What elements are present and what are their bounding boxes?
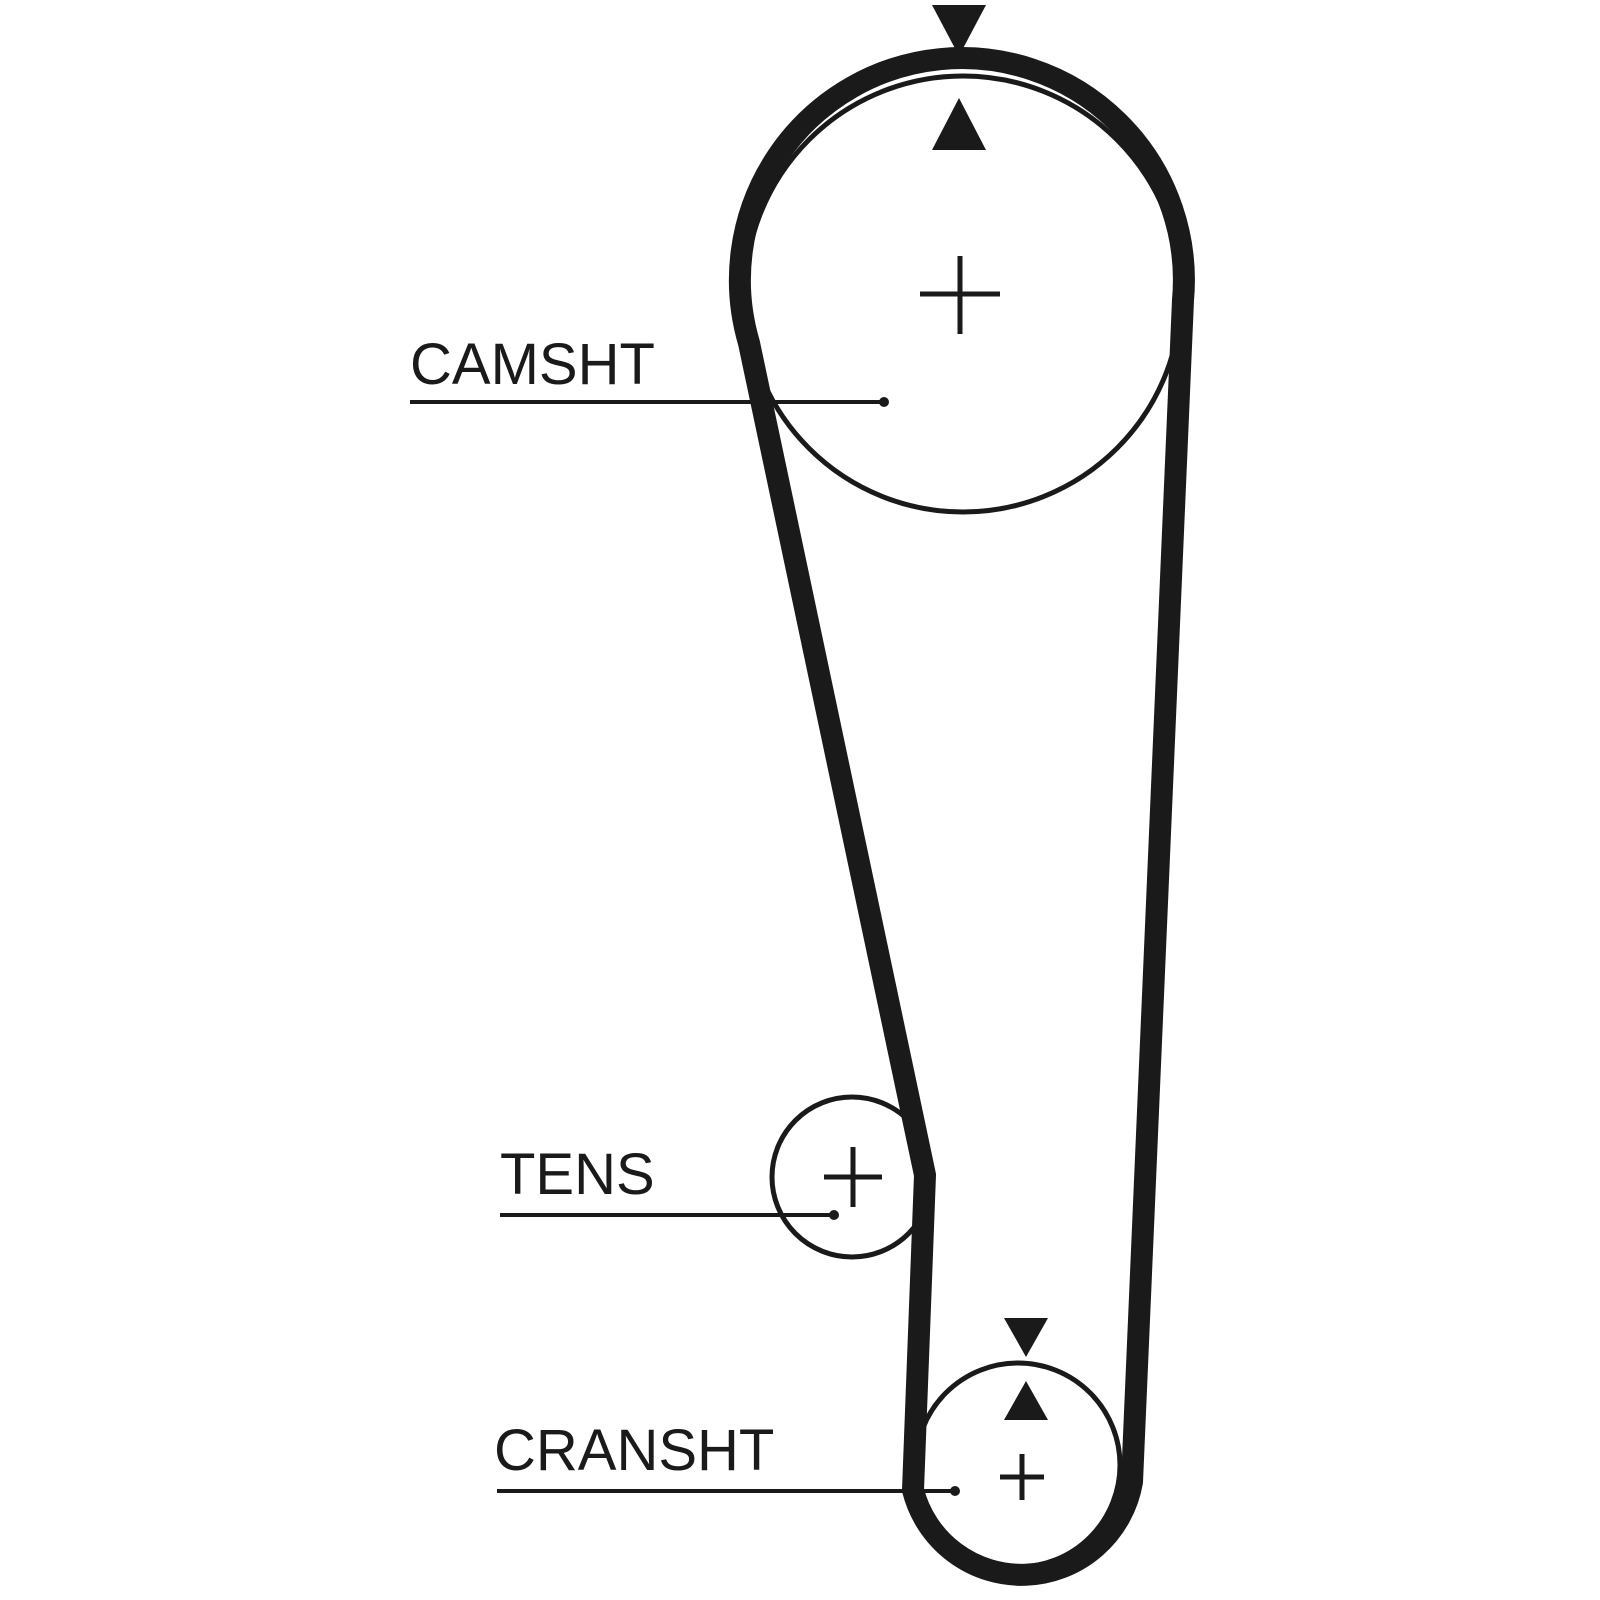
timing-belt <box>728 47 1195 1586</box>
crankshaft-callout: CRANSHT <box>494 1418 960 1496</box>
tensioner-callout: TENS <box>500 1142 839 1220</box>
tensioner-label: TENS <box>500 1142 655 1207</box>
camshaft-label: CAMSHT <box>410 332 655 397</box>
camshaft-callout: CAMSHT <box>410 332 889 407</box>
camshaft-top-timing-mark <box>932 5 986 56</box>
camshaft-inner-timing-mark <box>932 98 986 150</box>
crankshaft-inner-timing-mark <box>1004 1381 1048 1420</box>
tensioner-center-cross <box>824 1147 882 1207</box>
camshaft-center-cross <box>920 256 1000 334</box>
crankshaft-center-cross <box>1000 1454 1044 1500</box>
crankshaft-top-timing-mark <box>1004 1318 1048 1357</box>
crankshaft-label: CRANSHT <box>494 1418 774 1483</box>
